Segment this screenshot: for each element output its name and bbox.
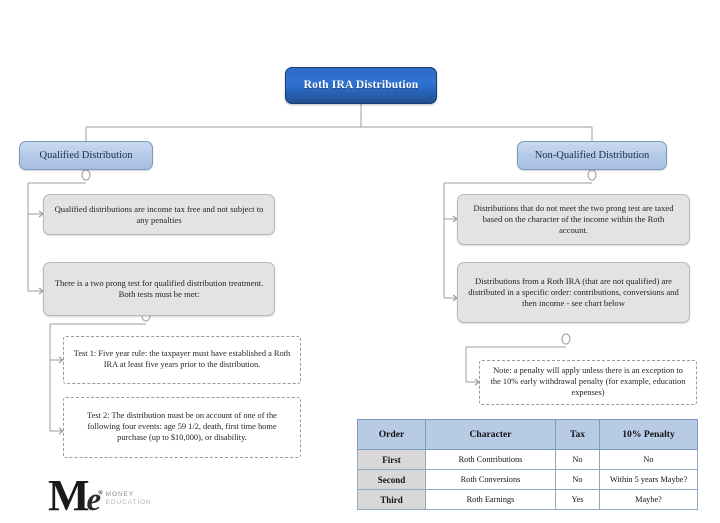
cell-character: Roth Conversions xyxy=(425,469,556,490)
money-education-logo: Me® MONEY EDUCATION xyxy=(48,466,198,517)
column-header-order: Order xyxy=(357,419,426,450)
table-row: Second Roth Conversions No Within 5 year… xyxy=(357,469,698,490)
node-qualified-note-1-text: Qualified distributions are income tax f… xyxy=(54,203,264,225)
node-test-1-text: Test 1: Five year rule: the taxpayer mus… xyxy=(73,349,291,369)
node-penalty-exception-note-text: Note: a penalty will apply unless there … xyxy=(490,366,686,397)
node-test-1-five-year-rule[interactable]: Test 1: Five year rule: the taxpayer mus… xyxy=(63,336,301,384)
cell-tax: Yes xyxy=(555,489,600,510)
cell-penalty: No xyxy=(599,449,698,470)
node-non-qualified-note-1-text: Distributions that do not meet the two p… xyxy=(473,203,674,235)
cell-tax: No xyxy=(555,469,600,490)
node-qualified-note-2-text: There is a two prong test for qualified … xyxy=(54,278,264,299)
node-non-qualified-distribution[interactable]: Non-Qualified Distribution xyxy=(517,141,667,170)
cell-character: Roth Earnings xyxy=(425,489,556,510)
distribution-order-table: Order Character Tax 10% Penalty First Ro… xyxy=(357,419,698,510)
node-non-qualified-note-2-text: Distributions from a Roth IRA (that are … xyxy=(468,276,679,308)
table-header-row: Order Character Tax 10% Penalty xyxy=(357,419,698,450)
column-header-tax: Tax xyxy=(555,419,600,450)
node-test-2-text: Test 2: The distribution must be on acco… xyxy=(87,411,277,442)
node-root-label: Roth IRA Distribution xyxy=(303,79,419,92)
column-header-penalty: 10% Penalty xyxy=(599,419,698,450)
cell-character: Roth Contributions xyxy=(425,449,556,470)
cell-order: Third xyxy=(357,489,426,510)
logo-word-money: MONEY xyxy=(105,490,135,498)
logo-word-education: EDUCATION xyxy=(105,498,152,506)
node-test-2-qualifying-events[interactable]: Test 2: The distribution must be on acco… xyxy=(63,397,301,458)
logo-letter-e: e xyxy=(86,481,102,518)
node-qualified-distribution-label: Qualified Distribution xyxy=(39,149,133,161)
node-qualified-note-1[interactable]: Qualified distributions are income tax f… xyxy=(43,194,275,235)
node-qualified-note-2[interactable]: There is a two prong test for qualified … xyxy=(43,262,275,316)
table-row: First Roth Contributions No No xyxy=(357,449,698,470)
node-non-qualified-distribution-label: Non-Qualified Distribution xyxy=(534,149,650,161)
cell-order: First xyxy=(357,449,426,470)
node-non-qualified-note-1[interactable]: Distributions that do not meet the two p… xyxy=(457,194,690,245)
logo-wordmark: MONEY EDUCATION xyxy=(106,491,152,507)
node-non-qualified-note-2[interactable]: Distributions from a Roth IRA (that are … xyxy=(457,262,690,323)
cell-penalty: Maybe? xyxy=(599,489,698,510)
node-root-roth-ira-distribution[interactable]: Roth IRA Distribution xyxy=(285,67,437,104)
cell-order: Second xyxy=(357,469,426,490)
column-header-character: Character xyxy=(425,419,556,450)
logo-trademark: ® xyxy=(98,490,103,497)
table-row: Third Roth Earnings Yes Maybe? xyxy=(357,489,698,510)
cell-penalty: Within 5 years Maybe? xyxy=(599,469,698,490)
cell-tax: No xyxy=(555,449,600,470)
node-penalty-exception-note[interactable]: Note: a penalty will apply unless there … xyxy=(479,360,697,405)
logo-letter-m: M xyxy=(48,470,89,520)
node-qualified-distribution[interactable]: Qualified Distribution xyxy=(19,141,153,170)
logo-mark: Me® xyxy=(48,473,103,517)
